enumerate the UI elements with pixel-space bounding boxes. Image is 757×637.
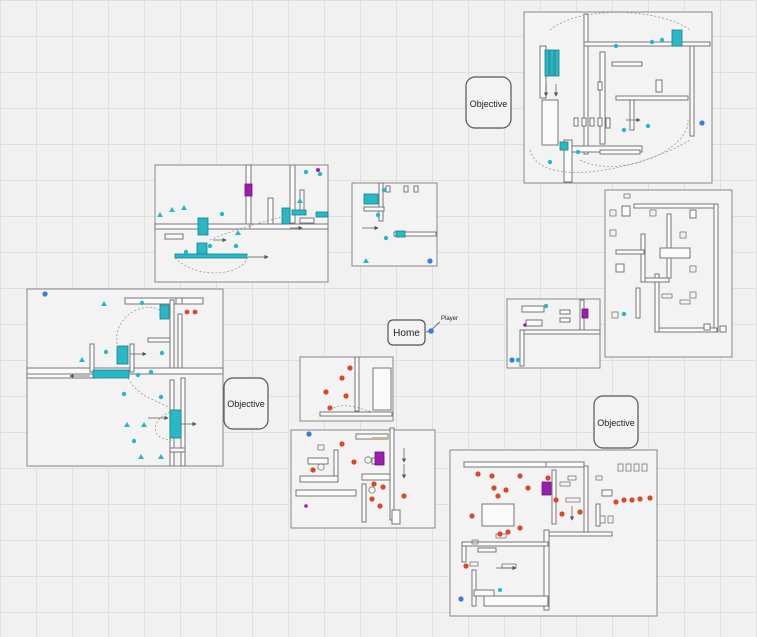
teal-dots (515, 303, 549, 363)
wall-segments (539, 13, 711, 183)
objective-label-3: Objective (597, 418, 635, 428)
arrows (543, 84, 641, 123)
teal-dot (498, 588, 502, 592)
room-small-center[interactable] (351, 182, 438, 267)
red-dots (184, 309, 198, 315)
blue-dot (509, 357, 515, 363)
red-dots (463, 471, 653, 569)
dashed-path (329, 405, 375, 413)
objective-node-1[interactable]: Objective (465, 76, 512, 129)
blue-dot (42, 291, 48, 297)
teal-blocks (92, 304, 182, 439)
blue-dot (306, 431, 312, 437)
purple-dot (304, 504, 308, 508)
player-marker[interactable]: Player (425, 316, 458, 334)
room-right-tall[interactable] (604, 189, 733, 358)
teal-markers (363, 187, 389, 263)
purple-block (581, 308, 589, 319)
small-icons (609, 193, 697, 319)
teal-blocks (544, 29, 683, 151)
room-center-mid[interactable] (299, 356, 394, 422)
wall-segments (319, 356, 393, 417)
dashed-paths (529, 11, 691, 173)
purple-block (374, 451, 385, 466)
purple-block (244, 183, 253, 197)
purple-dot (523, 323, 527, 327)
blue-dot (699, 120, 705, 126)
teal-markers (157, 169, 323, 255)
arrows (69, 351, 197, 427)
wall-segments (615, 203, 727, 333)
blue-dot (458, 596, 464, 602)
player-label: Player (441, 316, 458, 322)
teal-dots (547, 37, 665, 165)
teal-blocks (363, 193, 406, 238)
wall-segments (363, 182, 437, 237)
dashed-paths (174, 214, 291, 274)
purple-block (541, 481, 552, 496)
red-dots (310, 441, 407, 509)
home-node[interactable]: Home (387, 319, 426, 346)
arrows (496, 506, 575, 571)
room-upper-left[interactable] (154, 164, 329, 283)
objective-node-2[interactable]: Objective (223, 377, 269, 430)
objective-label-1: Objective (470, 99, 508, 109)
room-center-bottom[interactable] (290, 427, 436, 529)
objective-node-3[interactable]: Objective (593, 395, 639, 449)
objective-label-2: Objective (227, 399, 265, 409)
room-small-right[interactable] (506, 298, 601, 369)
purple-dot (316, 168, 320, 172)
tan-strip (372, 437, 388, 439)
room-top-right[interactable] (523, 11, 713, 184)
arrows (213, 225, 303, 260)
dashed-paths (116, 307, 173, 441)
home-label: Home (393, 328, 420, 339)
player-dot (428, 328, 434, 334)
blue-dot (427, 258, 433, 264)
teal-markers (79, 300, 165, 459)
teal-dot (621, 311, 627, 317)
room-bottom-right[interactable] (449, 449, 658, 617)
small-icons (469, 463, 648, 569)
teal-blocks (174, 207, 329, 259)
room-left-large[interactable] (26, 288, 224, 467)
small-icons (317, 444, 376, 494)
wall-segments (461, 461, 613, 611)
